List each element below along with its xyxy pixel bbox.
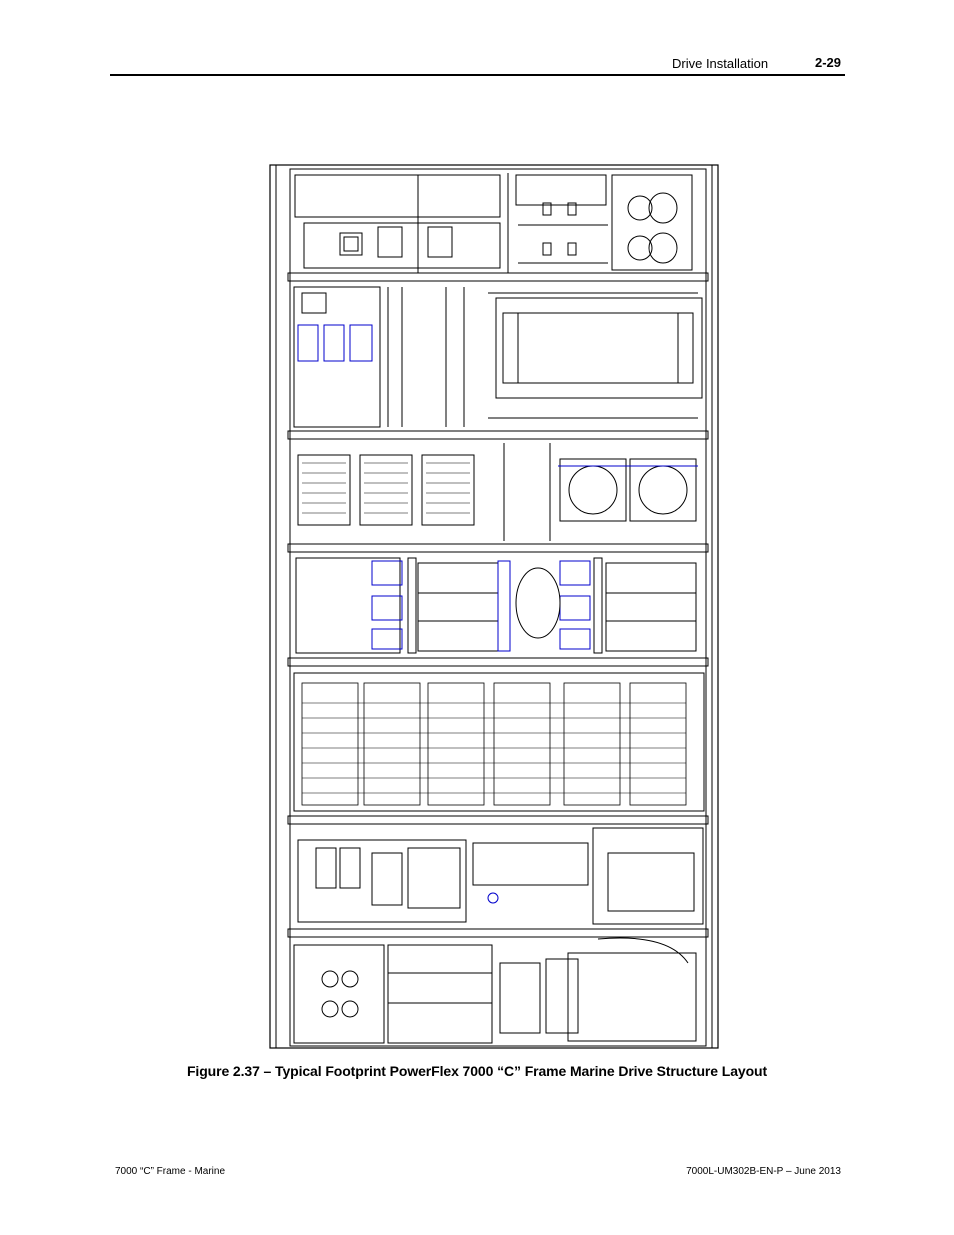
footer-left: 7000 “C” Frame - Marine — [115, 1166, 226, 1177]
footer-right: 7000L-UM302B-EN-P – June 2013 — [686, 1166, 841, 1177]
figure-caption: Figure 2.37 – Typical Footprint PowerFle… — [186, 1063, 768, 1079]
drive-structure-drawing — [268, 163, 720, 1050]
header-rule — [110, 74, 845, 76]
drive-structure-svg — [269, 164, 719, 1049]
header-section-title: Drive Installation — [672, 56, 769, 71]
header-page-number: 2-29 — [815, 55, 842, 70]
